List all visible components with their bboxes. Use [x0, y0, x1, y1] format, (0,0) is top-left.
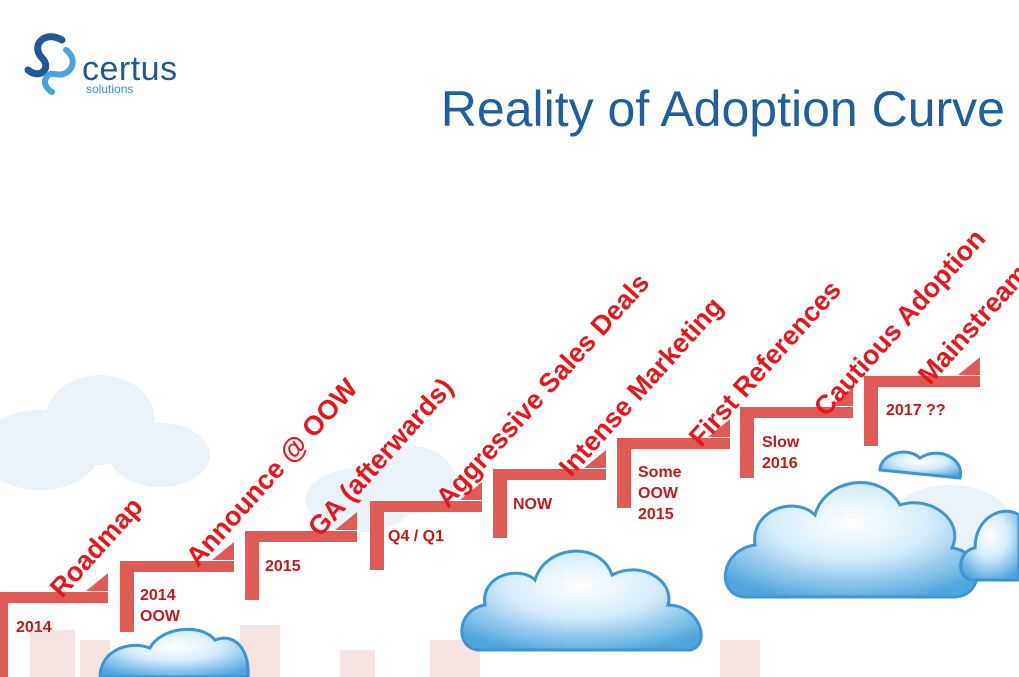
- certus-logo-icon: [24, 33, 76, 95]
- cloud-far-right: [959, 509, 1019, 582]
- date-label-sales-deals: Q4 / Q1: [388, 528, 445, 545]
- logo-subtitle: solutions: [86, 82, 134, 96]
- step-8: [864, 357, 980, 446]
- step-5: [493, 450, 606, 538]
- date-label-mainstream: 2017 ??: [886, 402, 946, 419]
- date-label-references: Some OOW 2015: [638, 464, 682, 523]
- step-3: [245, 512, 357, 600]
- step-2: [120, 542, 234, 632]
- page-title: Reality of Adoption Curve: [440, 81, 1005, 137]
- logo-name: certus: [82, 50, 178, 88]
- step-4: [370, 482, 482, 570]
- date-label-ga: 2015: [265, 558, 301, 575]
- date-label-announce: 2014 OOW: [140, 587, 180, 625]
- cloud-left: [98, 627, 250, 677]
- background-skyline: [30, 625, 760, 677]
- date-label-marketing: NOW: [513, 496, 553, 513]
- staircase: [0, 357, 980, 677]
- step-1: [0, 573, 108, 677]
- date-label-roadmap: 2014: [16, 619, 52, 636]
- cloud-right: [723, 450, 979, 599]
- date-label-cautious: Slow 2016: [762, 434, 800, 472]
- cloud-center: [460, 549, 703, 652]
- step-7: [740, 388, 853, 478]
- step-6: [617, 419, 730, 508]
